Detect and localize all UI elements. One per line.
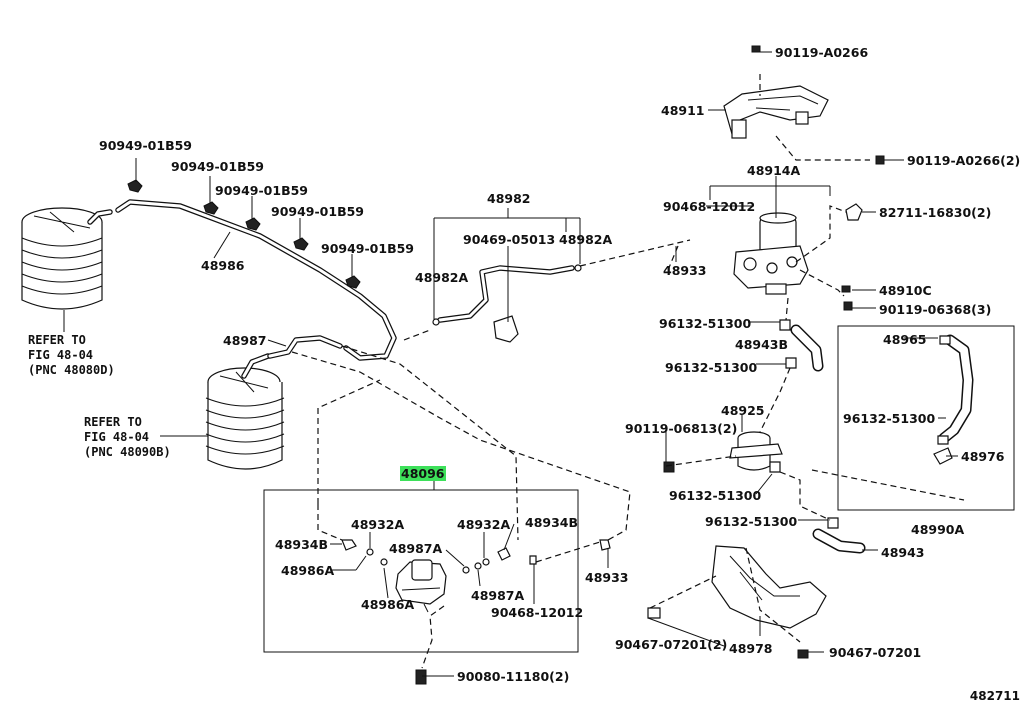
part-label[interactable]: 90949-01B59 — [171, 159, 264, 174]
part-label[interactable]: 48914A — [747, 163, 801, 178]
part-label[interactable]: 48982A — [415, 270, 469, 285]
part-label[interactable]: 48987 — [223, 333, 267, 348]
part-label[interactable]: 90949-01B59 — [321, 241, 414, 256]
part-label[interactable]: 90119-A0266(2) — [907, 153, 1021, 168]
part-label[interactable]: 48990A — [911, 522, 965, 537]
part-label[interactable]: 90469-05013 — [463, 232, 556, 247]
air-spring-front-icon — [21, 207, 113, 310]
part-label[interactable]: 48978 — [729, 641, 773, 656]
part-label[interactable]: 48933 — [585, 570, 629, 585]
part-label[interactable]: 90080-11180(2) — [457, 669, 570, 684]
leader-lines — [63, 51, 958, 677]
part-label[interactable]: 48987A — [389, 541, 443, 556]
part-label[interactable]: 48943B — [735, 337, 789, 352]
part-label[interactable]: 90119-06368(3) — [879, 302, 992, 317]
part-label[interactable]: 96132-51300 — [843, 411, 936, 426]
part-label[interactable]: 48934B — [275, 537, 329, 552]
part-label[interactable]: 48933 — [663, 263, 707, 278]
part-label[interactable]: 48986A — [281, 563, 335, 578]
reference-note: REFER TO FIG 48-04 (PNC 48090B) — [84, 415, 171, 459]
part-label[interactable]: 96132-51300 — [705, 514, 798, 529]
part-label[interactable]: 90949-01B59 — [215, 183, 308, 198]
part-label[interactable]: 96132-51300 — [669, 488, 762, 503]
part-label[interactable]: 96132-51300 — [665, 360, 758, 375]
part-label[interactable]: 48943 — [881, 545, 925, 560]
compressor-icon — [733, 212, 809, 295]
part-label[interactable]: 48965 — [883, 332, 927, 347]
part-label[interactable]: 90467-07201 — [829, 645, 922, 660]
filter-icon — [663, 431, 783, 473]
part-label-highlighted[interactable]: 48096 — [400, 466, 446, 481]
part-label[interactable]: 48934B — [525, 515, 579, 530]
part-label[interactable]: 90467-07201(2) — [615, 637, 728, 652]
part-label[interactable]: 48982 — [487, 191, 531, 206]
part-label[interactable]: 90119-06813(2) — [625, 421, 738, 436]
valve-icon — [341, 539, 611, 685]
dashed-connections — [291, 74, 965, 669]
part-label[interactable]: 48911 — [661, 103, 705, 118]
part-label[interactable]: 96132-51300 — [659, 316, 752, 331]
part-label[interactable]: 90468-12012 — [491, 605, 584, 620]
bracket-icon — [723, 45, 885, 165]
part-label[interactable]: 90119-A0266 — [775, 45, 869, 60]
part-label[interactable]: 82711-16830(2) — [879, 205, 992, 220]
part-label[interactable]: 90949-01B59 — [99, 138, 192, 153]
part-label[interactable]: 48986 — [201, 258, 245, 273]
part-label[interactable]: 48987A — [471, 588, 525, 603]
part-label[interactable]: 48932A — [457, 517, 511, 532]
part-label[interactable]: 48976 — [961, 449, 1005, 464]
air-spring-rear-icon — [205, 353, 285, 470]
part-label[interactable]: 48986A — [361, 597, 415, 612]
part-label[interactable]: 48925 — [721, 403, 765, 418]
part-label[interactable]: 48982A — [559, 232, 613, 247]
reference-note: REFER TO FIG 48-04 (PNC 48080D) — [28, 333, 115, 377]
part-label[interactable]: 90468-12012 — [663, 199, 756, 214]
figure-code: 482711 — [969, 689, 1020, 703]
part-label[interactable]: 90949-01B59 — [271, 204, 364, 219]
pipe-clip-icon — [127, 179, 361, 289]
part-label[interactable]: 48932A — [351, 517, 405, 532]
part-label[interactable]: 48910C — [879, 283, 932, 298]
cover-icon — [647, 545, 827, 659]
